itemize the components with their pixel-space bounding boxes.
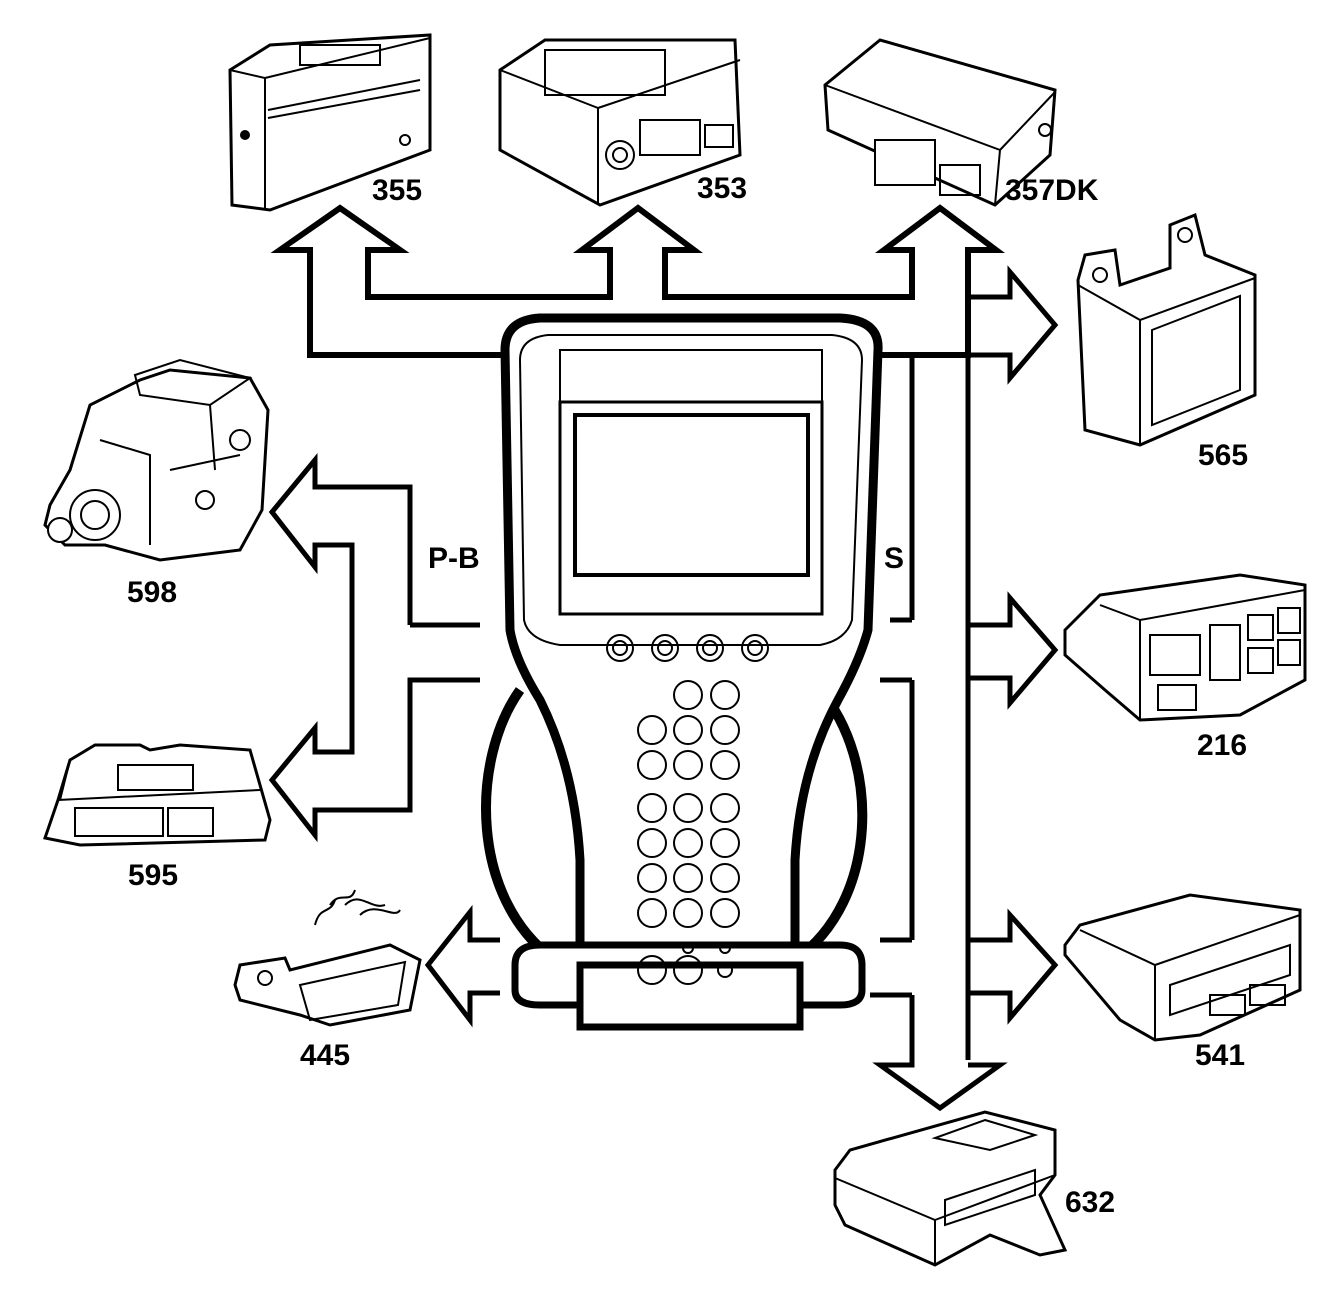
module-595: 595 bbox=[43, 743, 272, 892]
inner-bracket-right bbox=[870, 352, 912, 998]
right-trunk-inner bbox=[872, 355, 1008, 1112]
module-label-595: 595 bbox=[128, 859, 178, 892]
module-label-353: 353 bbox=[697, 172, 747, 205]
function-buttons bbox=[606, 634, 769, 662]
module-label-216: 216 bbox=[1197, 729, 1247, 762]
module-357DK: 357DK bbox=[823, 38, 1099, 207]
module-565: 565 bbox=[1076, 212, 1257, 472]
module-label-565: 565 bbox=[1198, 439, 1248, 472]
top-bus-outline bbox=[272, 204, 1004, 1060]
arrow-to-565 bbox=[968, 265, 1059, 385]
tool-face bbox=[518, 334, 864, 646]
module-216: 216 bbox=[1063, 573, 1307, 762]
module-label-355: 355 bbox=[372, 174, 422, 207]
arrow-to-541 bbox=[968, 908, 1059, 1025]
module-445: 445 bbox=[233, 889, 422, 1072]
diagnostic-tool bbox=[481, 313, 883, 1031]
module-541: 541 bbox=[1063, 893, 1302, 1072]
cable-left bbox=[481, 687, 558, 965]
module-label-541: 541 bbox=[1195, 1039, 1245, 1072]
bus-label-right: S bbox=[884, 542, 904, 575]
cable-right bbox=[792, 686, 868, 965]
module-label-445: 445 bbox=[300, 1039, 350, 1072]
module-label-632: 632 bbox=[1065, 1186, 1115, 1219]
arrow-to-445 bbox=[424, 904, 500, 1028]
module-355: 355 bbox=[228, 33, 432, 212]
module-label-357DK: 357DK bbox=[1005, 174, 1099, 207]
arrow-to-598 bbox=[268, 453, 480, 843]
arrow-to-216 bbox=[968, 591, 1059, 710]
module-label-598: 598 bbox=[127, 576, 177, 609]
tool-base bbox=[576, 961, 804, 1031]
module-353: 353 bbox=[498, 38, 747, 207]
module-598: 598 bbox=[43, 358, 270, 609]
bus-label-left: P-B bbox=[428, 542, 480, 575]
screen-display bbox=[573, 413, 810, 577]
keypad bbox=[637, 680, 740, 985]
module-632: 632 bbox=[833, 1110, 1115, 1267]
